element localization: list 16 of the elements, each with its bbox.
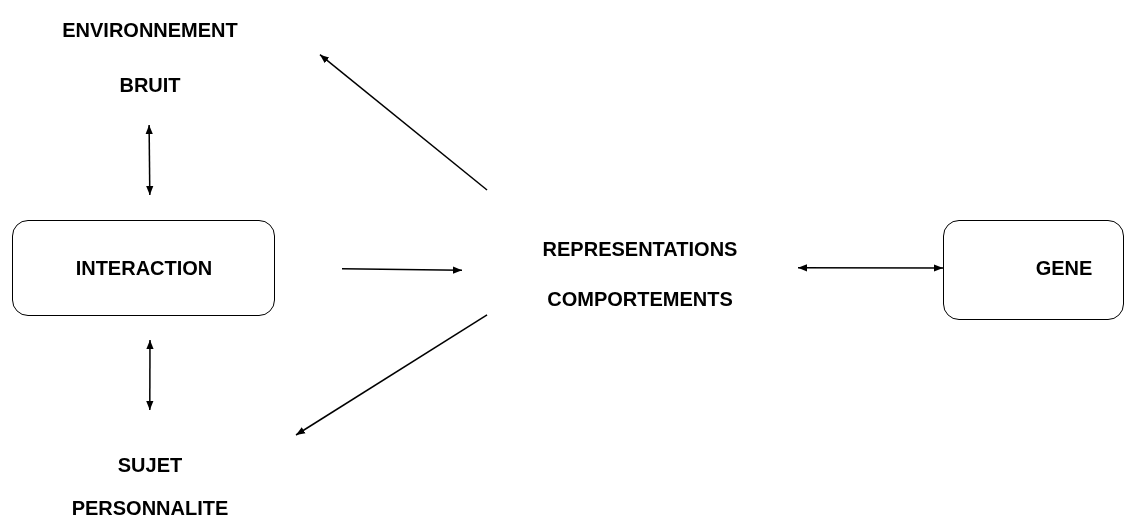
arrow <box>319 53 488 191</box>
node-label: BRUIT <box>118 73 182 97</box>
node-label: SUJET <box>116 453 184 477</box>
arrow <box>341 266 463 274</box>
node-label: PERSONNALITE <box>70 496 230 520</box>
rounded-box <box>12 220 275 316</box>
arrow <box>145 124 154 196</box>
arrow <box>146 339 154 411</box>
node-label: INTERACTION <box>74 255 214 280</box>
node-label: COMPORTEMENTS <box>546 287 734 311</box>
node-label: GENE <box>1034 255 1094 280</box>
rounded-box <box>943 220 1124 320</box>
arrow <box>295 314 488 436</box>
arrow <box>797 264 944 272</box>
node-label: ENVIRONNEMENT <box>61 18 239 42</box>
node-label: REPRESENTATIONS <box>541 237 739 261</box>
